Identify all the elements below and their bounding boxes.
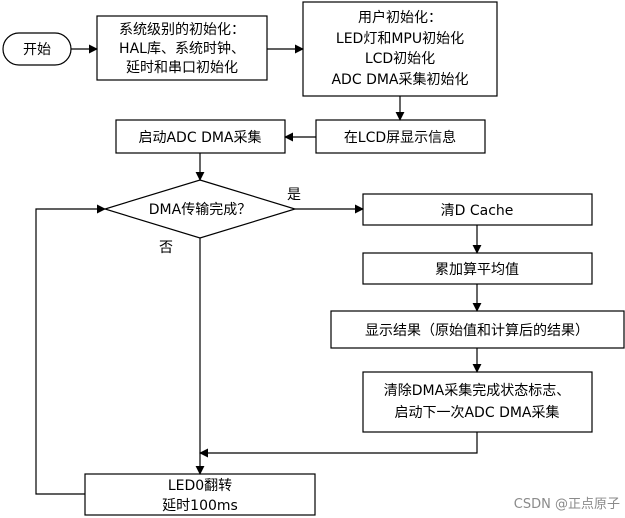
show-result-node: 显示结果（原始值和计算后的结果） <box>330 310 625 349</box>
accumulate-label: 累加算平均值 <box>435 262 519 278</box>
dma-done-label: DMA传输完成？ <box>149 202 251 218</box>
edge-led-loop-back <box>35 204 106 495</box>
no-label: 否 <box>159 240 173 256</box>
watermark: CSDN @正点原子 <box>514 497 620 512</box>
sys-init-line-3: 延时和串口初始化 <box>126 59 238 76</box>
clear-flag-line-1: 清除DMA采集完成状态标志、 <box>384 382 570 399</box>
user-init-node: 用户初始化： LED灯和MPU初始化 LCD初始化 ADC DMA采集初始化 <box>302 1 498 97</box>
yes-label: 是 <box>287 187 301 203</box>
clear-flag-line-2: 启动下一次ADC DMA采集 <box>394 404 559 421</box>
dma-done-decision: DMA传输完成？ <box>102 179 298 239</box>
user-init-line-4: ADC DMA采集初始化 <box>331 71 468 88</box>
start-adc-dma-node: 启动ADC DMA采集 <box>115 119 286 154</box>
user-init-line-3: LCD初始化 <box>365 50 435 67</box>
sys-init-line-1: 系统级别的初始化： <box>119 21 245 38</box>
user-init-line-2: LED灯和MPU初始化 <box>336 30 464 47</box>
led-toggle-line-2: 延时100ms <box>162 498 238 514</box>
user-init-line-1: 用户初始化： <box>358 9 442 26</box>
accumulate-node: 累加算平均值 <box>362 252 593 285</box>
lcd-info-node: 在LCD屏显示信息 <box>315 119 486 154</box>
sys-init-node: 系统级别的初始化： HAL库、系统时钟、 延时和串口初始化 <box>96 15 268 81</box>
clear-cache-node: 清D Cache <box>362 193 593 226</box>
clear-cache-label: 清D Cache <box>441 203 514 219</box>
led-toggle-line-1: LED0翻转 <box>168 478 232 494</box>
show-result-label: 显示结果（原始值和计算后的结果） <box>365 323 589 339</box>
sys-init-line-2: HAL库、系统时钟、 <box>119 40 245 57</box>
lcd-info-label: 在LCD屏显示信息 <box>344 129 456 146</box>
edge-flag-to-merge <box>199 432 478 458</box>
start-label: 开始 <box>23 42 51 58</box>
led-toggle-node: LED0翻转 延时100ms <box>84 473 316 516</box>
start-adc-dma-label: 启动ADC DMA采集 <box>138 129 261 146</box>
start-node: 开始 <box>2 32 72 66</box>
clear-flag-node: 清除DMA采集完成状态标志、 启动下一次ADC DMA采集 <box>362 371 593 433</box>
